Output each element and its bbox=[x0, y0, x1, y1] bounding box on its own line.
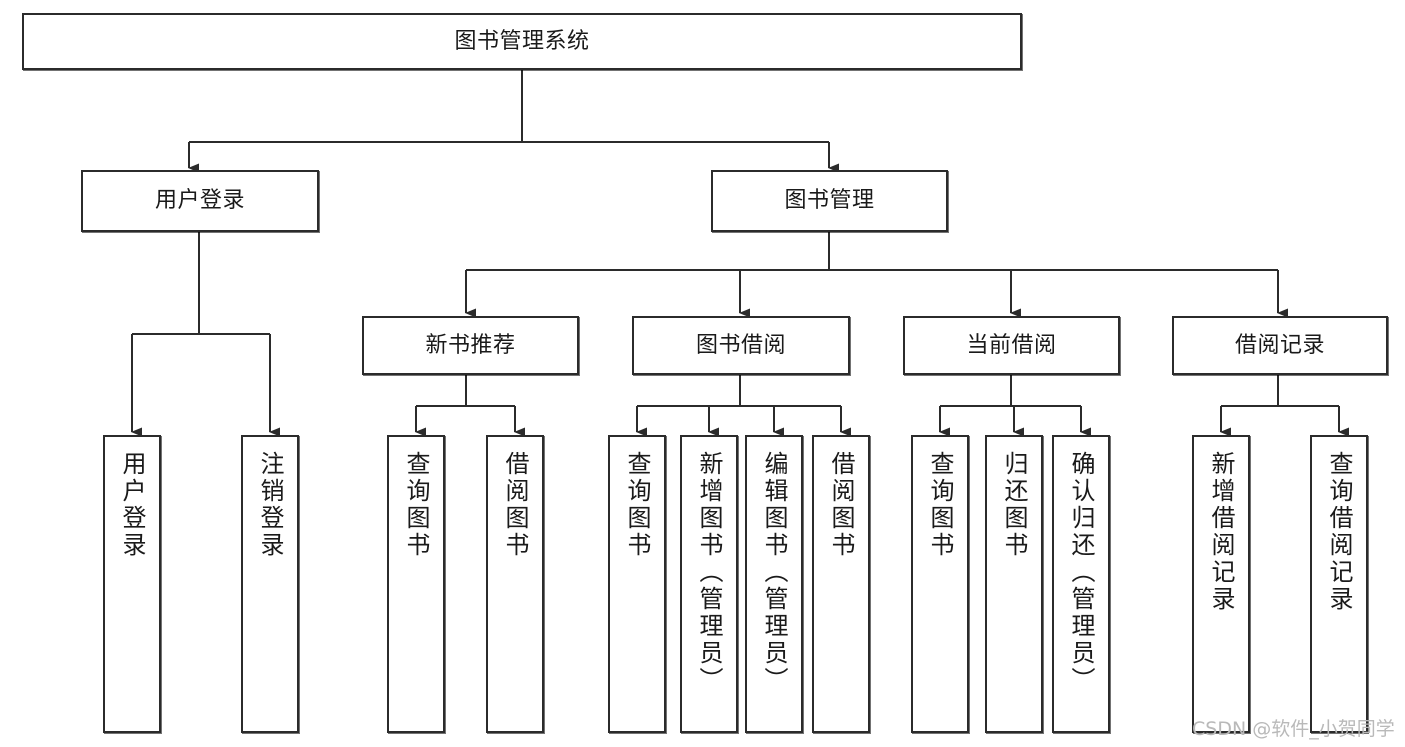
node-label-borrow-record: 借阅记录 bbox=[1234, 332, 1325, 358]
node-label-book-borrow: 图书借阅 bbox=[695, 332, 786, 358]
node-label-leaf-query-book-2: 查询图书 bbox=[623, 451, 651, 559]
node-leaf-confirm-return: 确认归还（管理员） bbox=[1052, 435, 1110, 733]
node-leaf-add-book: 新增图书（管理员） bbox=[680, 435, 738, 733]
node-leaf-borrow-book-1: 借阅图书 bbox=[486, 435, 544, 733]
node-label-leaf-query-book-1: 查询图书 bbox=[402, 451, 430, 559]
node-label-leaf-return-book: 归还图书 bbox=[1000, 451, 1028, 559]
node-book-manage: 图书管理 bbox=[711, 170, 948, 232]
connector-paths bbox=[130, 70, 1349, 437]
node-leaf-borrow-book-2: 借阅图书 bbox=[812, 435, 870, 733]
node-borrow-record: 借阅记录 bbox=[1172, 316, 1388, 375]
node-leaf-edit-book: 编辑图书（管理员） bbox=[745, 435, 803, 733]
node-leaf-user-login: 用户登录 bbox=[103, 435, 161, 733]
node-label-root: 图书管理系统 bbox=[454, 28, 590, 54]
node-label-current-borrow: 当前借阅 bbox=[966, 332, 1057, 358]
node-leaf-query-book-1: 查询图书 bbox=[387, 435, 445, 733]
node-new-book-recommend: 新书推荐 bbox=[362, 316, 579, 375]
node-leaf-query-record: 查询借阅记录 bbox=[1310, 435, 1368, 733]
node-label-leaf-add-book: 新增图书（管理员） bbox=[695, 451, 723, 694]
node-label-leaf-borrow-book-2: 借阅图书 bbox=[827, 451, 855, 559]
node-label-leaf-confirm-return: 确认归还（管理员） bbox=[1067, 451, 1095, 694]
node-label-new-book-recommend: 新书推荐 bbox=[425, 332, 516, 358]
node-leaf-query-book-2: 查询图书 bbox=[608, 435, 666, 733]
node-label-leaf-edit-book: 编辑图书（管理员） bbox=[760, 451, 788, 694]
node-leaf-user-logout: 注销登录 bbox=[241, 435, 299, 733]
node-leaf-return-book: 归还图书 bbox=[985, 435, 1043, 733]
node-label-leaf-query-book-3: 查询图书 bbox=[926, 451, 954, 559]
node-label-leaf-add-record: 新增借阅记录 bbox=[1207, 451, 1235, 613]
node-leaf-add-record: 新增借阅记录 bbox=[1192, 435, 1250, 733]
node-leaf-query-book-3: 查询图书 bbox=[911, 435, 969, 733]
node-label-leaf-user-login: 用户登录 bbox=[118, 451, 146, 559]
node-label-user-login: 用户登录 bbox=[154, 188, 245, 214]
node-label-leaf-user-logout: 注销登录 bbox=[256, 451, 284, 559]
node-label-book-manage: 图书管理 bbox=[784, 188, 875, 214]
node-label-leaf-borrow-book-1: 借阅图书 bbox=[501, 451, 529, 559]
node-label-leaf-query-record: 查询借阅记录 bbox=[1325, 451, 1353, 613]
node-user-login: 用户登录 bbox=[81, 170, 319, 232]
node-current-borrow: 当前借阅 bbox=[903, 316, 1120, 375]
node-book-borrow: 图书借阅 bbox=[632, 316, 850, 375]
node-root: 图书管理系统 bbox=[22, 13, 1022, 70]
